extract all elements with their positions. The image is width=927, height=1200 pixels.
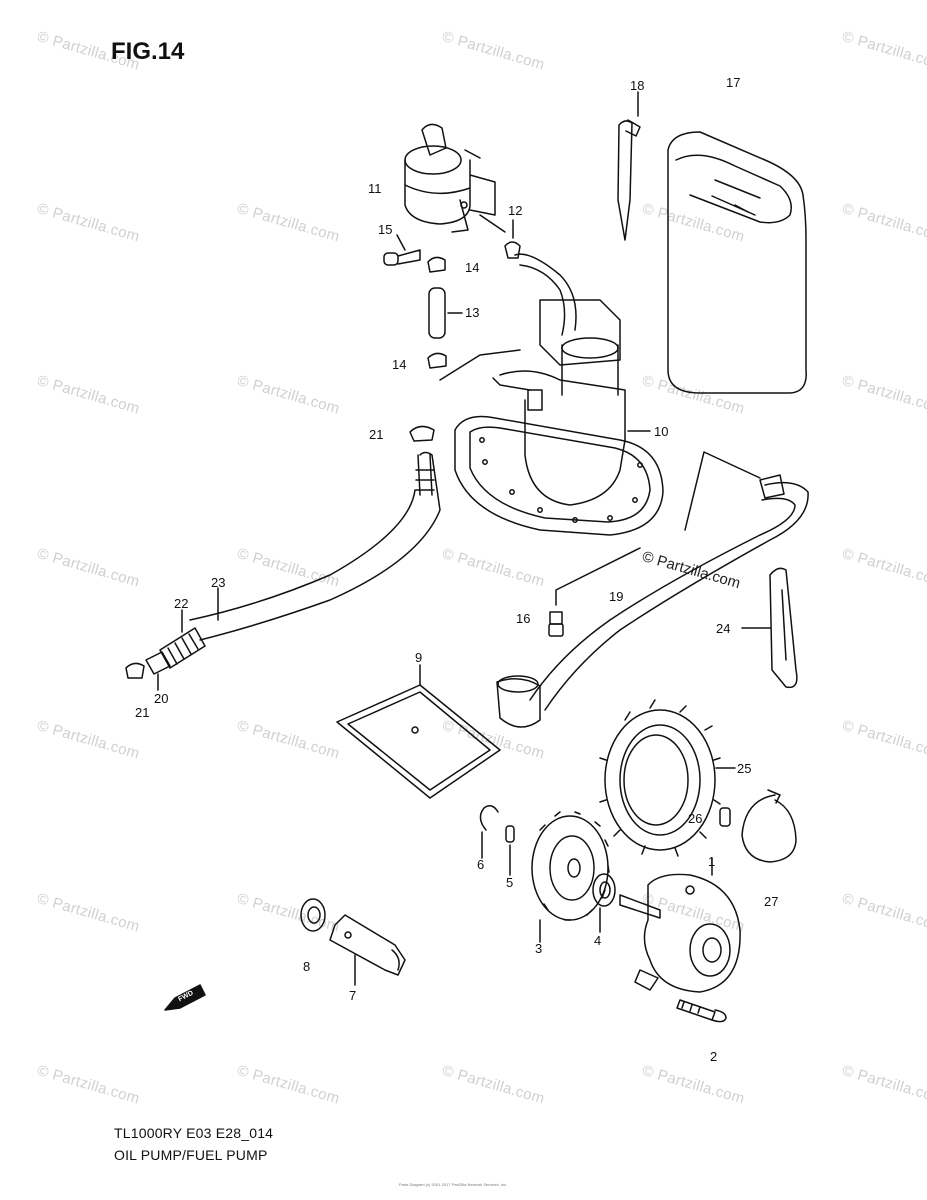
clamp-part-21-lower[interactable] bbox=[125, 662, 145, 679]
callout-16[interactable]: 16 bbox=[516, 611, 531, 626]
callout-15[interactable]: 15 bbox=[378, 222, 393, 237]
pump-gasket bbox=[454, 415, 664, 536]
bolt-part-16[interactable] bbox=[548, 547, 641, 637]
nozzle-part-20[interactable] bbox=[145, 651, 171, 691]
callout-2[interactable]: 2 bbox=[710, 1049, 718, 1064]
section-name: OIL PUMP/FUEL PUMP bbox=[114, 1147, 268, 1163]
gasket-part-9[interactable] bbox=[336, 664, 501, 799]
callout-21[interactable]: 21 bbox=[369, 427, 384, 442]
callout-5[interactable]: 5 bbox=[506, 875, 514, 890]
hose-part-19[interactable] bbox=[496, 474, 809, 728]
hose-part-23[interactable] bbox=[189, 451, 441, 641]
callout-18[interactable]: 18 bbox=[630, 78, 645, 93]
callout-23[interactable]: 23 bbox=[211, 575, 226, 590]
fwd-arrow-icon bbox=[164, 984, 206, 1011]
callout-8[interactable]: 8 bbox=[303, 959, 311, 974]
pump-outlet-hose bbox=[514, 253, 577, 336]
screw-part-15[interactable] bbox=[383, 234, 421, 266]
screw-part-2[interactable] bbox=[676, 999, 727, 1023]
circlip-part-27[interactable] bbox=[741, 789, 797, 863]
bracket-part-24[interactable] bbox=[741, 567, 798, 689]
pin-part-26[interactable] bbox=[719, 807, 731, 827]
hose-piece-part-13[interactable] bbox=[428, 287, 463, 339]
clamp-part-12[interactable] bbox=[504, 219, 521, 259]
callout-26[interactable]: 26 bbox=[688, 811, 703, 826]
model-code: TL1000RY E03 E28_014 bbox=[114, 1125, 274, 1141]
callout-14[interactable]: 14 bbox=[392, 357, 407, 372]
circlip-part-6[interactable] bbox=[479, 805, 499, 859]
callout-14[interactable]: 14 bbox=[465, 260, 480, 275]
clamp-part-14[interactable] bbox=[427, 256, 446, 273]
copyright: Parts Diagram (c) 2001-2017 PartZilla Ne… bbox=[399, 1182, 508, 1187]
gear-part-25[interactable] bbox=[599, 699, 736, 857]
callout-21[interactable]: 21 bbox=[135, 705, 150, 720]
callout-12[interactable]: 12 bbox=[508, 203, 523, 218]
callout-17[interactable]: 17 bbox=[726, 75, 741, 90]
callout-22[interactable]: 22 bbox=[174, 596, 189, 611]
callout-25[interactable]: 25 bbox=[737, 761, 752, 776]
callout-9[interactable]: 9 bbox=[415, 650, 423, 665]
fuel-pump-part-10[interactable] bbox=[492, 299, 626, 506]
callout-6[interactable]: 6 bbox=[477, 857, 485, 872]
callout-7[interactable]: 7 bbox=[349, 988, 357, 1003]
callout-3[interactable]: 3 bbox=[535, 941, 543, 956]
oil-pump-part-1[interactable] bbox=[619, 857, 741, 993]
corrugated-part-22[interactable] bbox=[159, 609, 206, 669]
callout-13[interactable]: 13 bbox=[465, 305, 480, 320]
figure-title: FIG.14 bbox=[111, 38, 185, 65]
bracket-line bbox=[684, 451, 761, 531]
callout-1[interactable]: 1 bbox=[708, 854, 716, 869]
callout-10[interactable]: 10 bbox=[654, 424, 669, 439]
callout-24[interactable]: 24 bbox=[716, 621, 731, 636]
leader-line bbox=[439, 349, 521, 381]
clamp-part-21-upper[interactable] bbox=[409, 425, 435, 442]
pin-part-5[interactable] bbox=[505, 825, 515, 876]
pump-housing-part-11[interactable] bbox=[404, 123, 506, 233]
callout-4[interactable]: 4 bbox=[594, 933, 602, 948]
shaft-part-7[interactable] bbox=[329, 914, 406, 986]
callout-27[interactable]: 27 bbox=[764, 894, 779, 909]
strap-part-18[interactable] bbox=[617, 91, 641, 241]
callout-11[interactable]: 11 bbox=[368, 181, 382, 196]
fuel-tank-part-17[interactable] bbox=[667, 131, 807, 394]
clamp-part-14-lower[interactable] bbox=[427, 352, 447, 369]
washer-part-8[interactable] bbox=[300, 898, 326, 932]
washer-part-4[interactable] bbox=[592, 873, 616, 933]
callout-19[interactable]: 19 bbox=[609, 589, 624, 604]
callout-20[interactable]: 20 bbox=[154, 691, 169, 706]
gear-part-3[interactable] bbox=[531, 811, 610, 943]
